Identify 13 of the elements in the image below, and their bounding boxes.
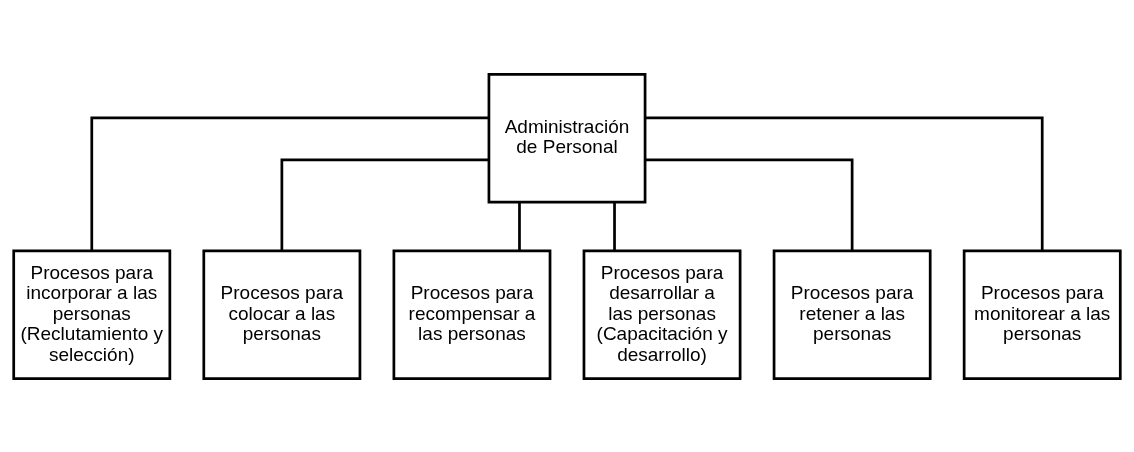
node-box: Procesos para incorporar a las personas (Reclutamiento y selección) <box>12 249 172 380</box>
node-box: Procesos para desarrollar a las personas (Capacitación y desarrollo) <box>582 249 742 380</box>
node-box: Procesos para retener a las personas <box>772 249 932 380</box>
node-box: Administración de Personal <box>487 72 647 203</box>
node-box: Procesos para colocar a las personas <box>202 249 362 380</box>
connector <box>645 116 1044 251</box>
node-box: Procesos para monitorear a las personas <box>962 249 1122 380</box>
connector <box>518 201 521 251</box>
node-box: Procesos para recompensar a las personas <box>392 249 552 380</box>
connector <box>613 201 616 251</box>
connector <box>280 158 489 251</box>
connector <box>90 116 489 251</box>
connector <box>645 158 854 251</box>
